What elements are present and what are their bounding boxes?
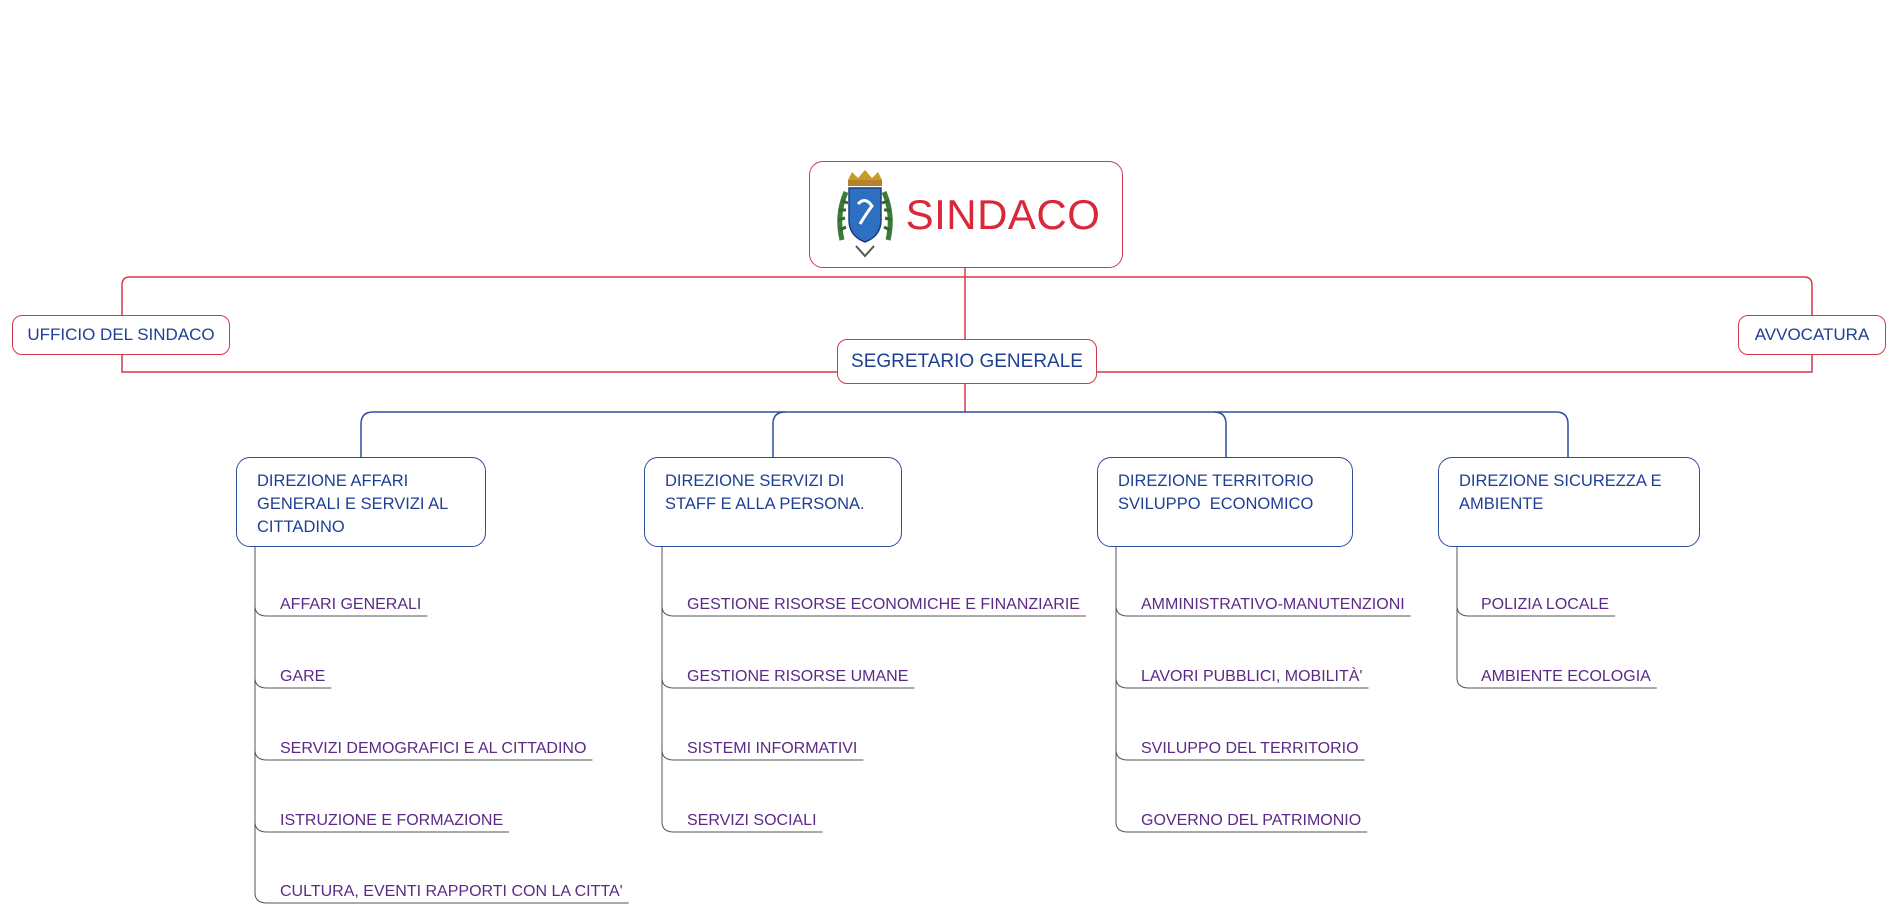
unit-label: AMMINISTRATIVO-MANUTENZIONI xyxy=(1141,596,1405,613)
directorate-title-line: CITTADINO xyxy=(257,518,345,536)
unit-label: GOVERNO DEL PATRIMONIO xyxy=(1141,812,1362,829)
directorate-title-line: DIREZIONE AFFARI xyxy=(257,472,409,490)
branch-underline xyxy=(661,605,1086,617)
branch-underline xyxy=(1456,605,1616,617)
unit-label: GESTIONE RISORSE UMANE xyxy=(687,668,909,685)
unit-label: GARE xyxy=(280,668,326,685)
mayor-office-box: UFFICIO DEL SINDACO xyxy=(12,315,230,355)
branch-underline xyxy=(254,677,332,689)
directorate-title-line: DIREZIONE TERRITORIO xyxy=(1118,472,1314,490)
directorate-title-line: STAFF E ALLA PERSONA. xyxy=(665,495,865,513)
branch-underline xyxy=(1456,677,1657,689)
unit-label: AFFARI GENERALI xyxy=(280,596,422,613)
directorate-general-affairs-box: DIREZIONE AFFARI GENERALI E SERVIZI AL C… xyxy=(236,457,486,547)
mayor-box: SINDACO xyxy=(809,161,1123,268)
branch-underline xyxy=(254,605,428,617)
unit-label: SERVIZI DEMOGRAFICI E AL CITTADINO xyxy=(280,740,587,757)
branch-underline xyxy=(661,749,864,761)
branch-underline xyxy=(1115,677,1369,689)
branch-underline xyxy=(661,677,915,689)
directorate-title-line: DIREZIONE SERVIZI DI xyxy=(665,472,845,490)
directorate-staff-services-box: DIREZIONE SERVIZI DI STAFF E ALLA PERSON… xyxy=(644,457,902,547)
branch-underline xyxy=(254,749,593,761)
unit-label: SVILUPPO DEL TERRITORIO xyxy=(1141,740,1359,757)
branch-underline xyxy=(254,892,629,904)
unit-label: LAVORI PUBBLICI, MOBILITÀ' xyxy=(1141,668,1363,685)
unit-label: GESTIONE RISORSE ECONOMICHE E FINANZIARI… xyxy=(687,596,1080,613)
directorate-title-line: AMBIENTE xyxy=(1459,495,1544,513)
unit-label: ISTRUZIONE E FORMAZIONE xyxy=(280,812,504,829)
mayor-office-label: UFFICIO DEL SINDACO xyxy=(27,325,215,344)
general-secretary-label: SEGRETARIO GENERALE xyxy=(851,350,1083,372)
unit-label: SERVIZI SOCIALI xyxy=(687,812,817,829)
directorate-territory-box: DIREZIONE TERRITORIO SVILUPPO ECONOMICO xyxy=(1097,457,1353,547)
unit-label: AMBIENTE ECOLOGIA xyxy=(1481,668,1651,685)
legal-office-label: AVVOCATURA xyxy=(1754,325,1870,344)
branch-underline xyxy=(1115,821,1368,833)
branch-underline xyxy=(1115,605,1411,617)
branch-underline xyxy=(254,821,510,833)
directorate-title-line: SVILUPPO ECONOMICO xyxy=(1118,495,1314,513)
municipal-coat-of-arms-icon xyxy=(836,169,893,257)
unit-label: CULTURA, EVENTI RAPPORTI CON LA CITTA' xyxy=(280,883,623,900)
general-secretary-box: SEGRETARIO GENERALE xyxy=(837,339,1097,384)
branch-underline xyxy=(1115,749,1365,761)
mayor-title: SINDACO xyxy=(905,190,1101,238)
directorate-title-line: DIREZIONE SICUREZZA E xyxy=(1459,472,1662,490)
branch-underline xyxy=(661,821,823,833)
legal-office-box: AVVOCATURA xyxy=(1738,315,1886,355)
unit-label: POLIZIA LOCALE xyxy=(1481,596,1610,613)
directorate-title-line: GENERALI E SERVIZI AL xyxy=(257,495,449,513)
unit-label: SISTEMI INFORMATIVI xyxy=(687,740,858,757)
directorate-security-environment-box: DIREZIONE SICUREZZA E AMBIENTE xyxy=(1438,457,1700,547)
